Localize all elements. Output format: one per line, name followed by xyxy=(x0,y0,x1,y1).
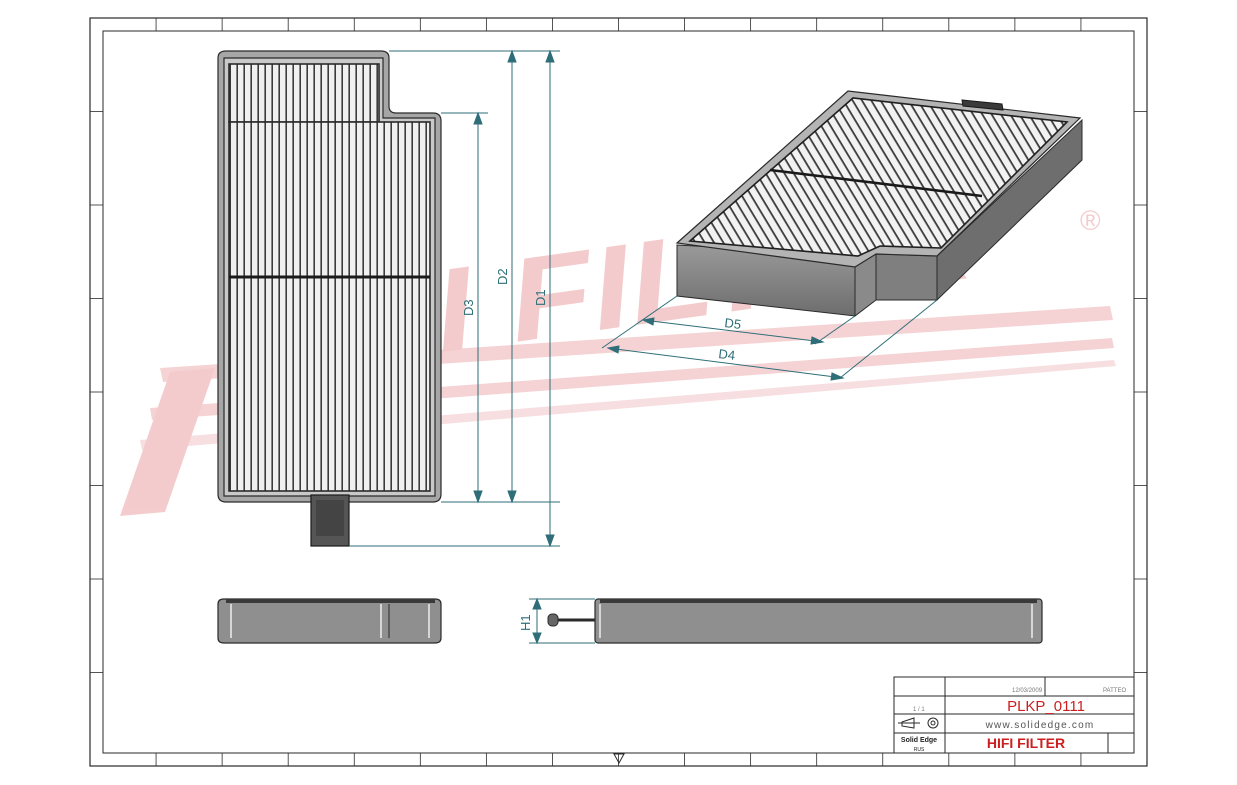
dim-d4-line xyxy=(607,347,844,379)
side-view-body xyxy=(594,598,1043,644)
front-view xyxy=(217,598,442,644)
front-view-body xyxy=(217,598,442,644)
title-block-website: www.solidedge.com xyxy=(985,720,1095,731)
dim-h1-label: H1 xyxy=(518,614,533,631)
dim-d1-label: D1 xyxy=(533,289,548,306)
side-view xyxy=(547,598,1043,644)
title-block-part-number: PLKP_0111 xyxy=(1007,698,1085,715)
iso-center-divider xyxy=(769,168,983,198)
top-view-pleats-main xyxy=(228,121,431,492)
iso-side-front-right xyxy=(875,253,938,301)
title-block-company: HIFI FILTER xyxy=(987,735,1065,751)
side-view-handle-knob xyxy=(547,613,559,627)
h1-dimension xyxy=(529,597,595,645)
isometric-dimensions xyxy=(601,295,938,381)
top-view xyxy=(217,50,442,547)
iso-side-right xyxy=(936,118,1083,302)
dim-d5-label: D5 xyxy=(724,315,742,332)
title-block xyxy=(893,676,1135,754)
title-block-software: Solid Edge xyxy=(901,737,937,744)
front-view-top-strip xyxy=(226,599,435,603)
vertical-dimensions xyxy=(349,49,560,548)
watermark-logo-wedge xyxy=(120,368,215,516)
dim-d5-line xyxy=(642,319,824,343)
dim-d4-label: D4 xyxy=(718,346,736,363)
title-block-scale: 1 / 1 xyxy=(913,707,925,713)
iso-handle-tab xyxy=(961,99,1004,111)
isometric-view xyxy=(675,90,1083,318)
projection-symbol-icon xyxy=(898,717,939,729)
title-block-software-sub: RUS xyxy=(914,747,925,753)
title-block-author: PATTEO xyxy=(1103,688,1126,694)
centering-mark-icon xyxy=(613,753,625,765)
top-view-pleats-upper xyxy=(228,63,380,123)
dim-d2-label: D2 xyxy=(495,268,510,285)
sheet-zone-ticks xyxy=(90,18,1147,766)
watermark-registered-mark: ® xyxy=(1080,205,1101,236)
title-block-date: 12/03/2009 xyxy=(1012,688,1043,694)
top-view-handle-tab-inner xyxy=(316,500,344,536)
side-view-top-strip xyxy=(600,599,1037,603)
dim-d3-label: D3 xyxy=(461,299,476,316)
iso-pleats xyxy=(688,97,1069,257)
